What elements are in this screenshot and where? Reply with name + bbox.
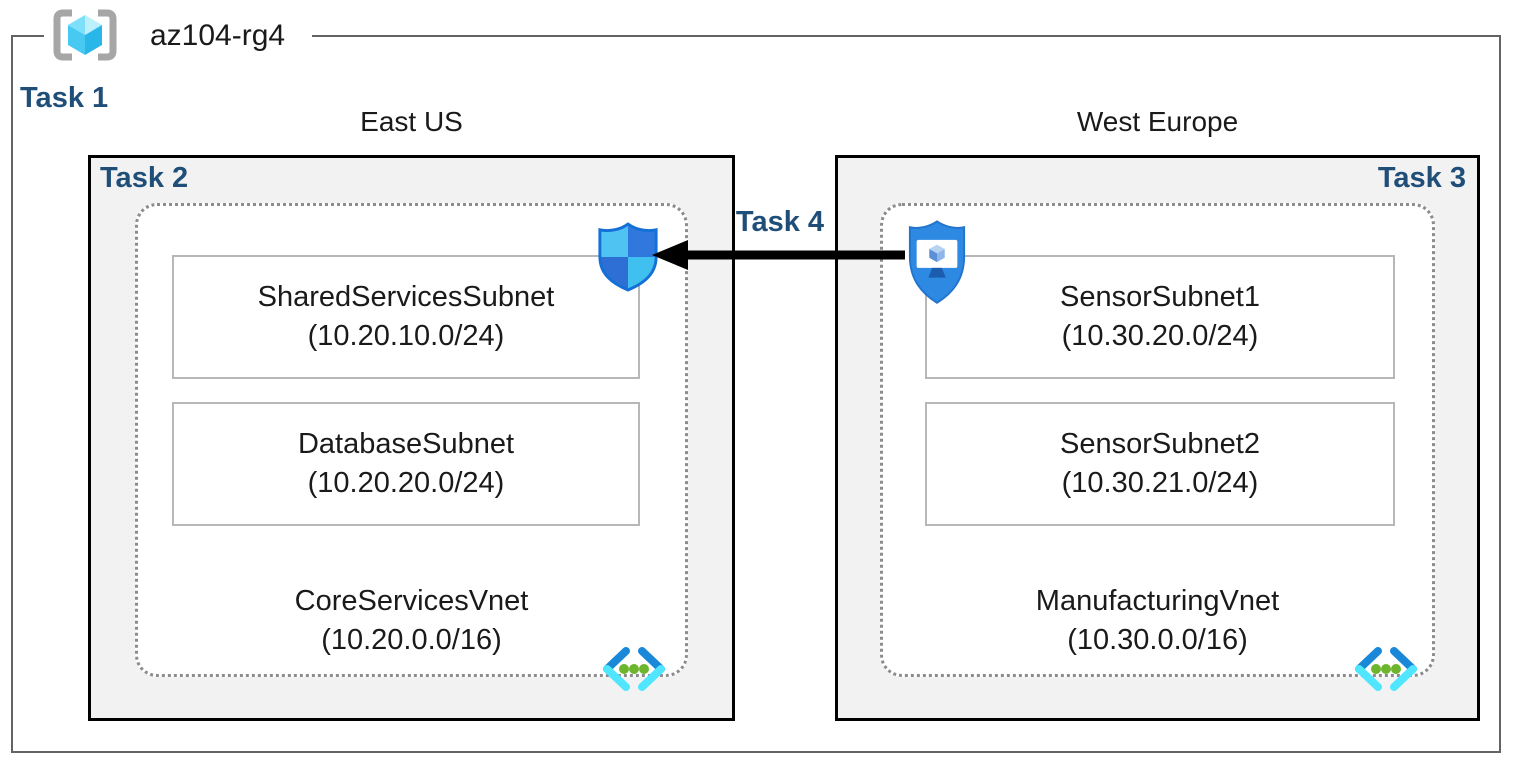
resource-group-icon <box>53 9 117 61</box>
task2-label: Task 2 <box>100 162 189 194</box>
network-security-group-shield-icon <box>598 222 658 292</box>
vnet-label-manufacturing: ManufacturingVnet (10.30.0.0/16) <box>880 582 1435 660</box>
vnet-name: CoreServicesVnet <box>294 585 529 617</box>
subnet-cidr: (10.30.20.0/24) <box>1061 320 1259 352</box>
subnet-name: DatabaseSubnet <box>297 428 515 460</box>
bastion-shield-icon <box>908 220 966 304</box>
vnet-name: ManufacturingVnet <box>1035 585 1280 617</box>
resource-group-name: az104-rg4 <box>142 19 294 53</box>
subnet-name: SensorSubnet1 <box>1060 281 1260 313</box>
task1-label: Task 1 <box>20 82 109 114</box>
subnet-name: SensorSubnet2 <box>1060 428 1260 460</box>
region-label-west-europe: West Europe <box>1076 106 1239 137</box>
region-label-east-us: East US <box>360 106 463 137</box>
subnet-box-sharedservices: SharedServicesSubnet (10.20.10.0/24) <box>172 255 640 379</box>
subnet-name: SharedServicesSubnet <box>257 281 555 313</box>
subnet-cidr: (10.20.10.0/24) <box>307 320 505 352</box>
vnet-cidr: (10.20.0.0/16) <box>321 624 502 656</box>
subnet-box-sensorsubnet2: SensorSubnet2 (10.30.21.0/24) <box>925 402 1395 526</box>
peering-arrow <box>652 240 905 270</box>
virtual-network-icon <box>603 647 665 691</box>
resource-group-frame <box>11 35 1501 753</box>
task4-label: Task 4 <box>735 206 825 238</box>
subnet-cidr: (10.20.20.0/24) <box>307 467 505 499</box>
task3-label: Task 3 <box>1377 162 1466 194</box>
vnet-cidr: (10.30.0.0/16) <box>1067 624 1248 656</box>
vnet-label-coreservices: CoreServicesVnet (10.20.0.0/16) <box>135 582 688 660</box>
virtual-network-icon <box>1355 647 1417 691</box>
subnet-box-database: DatabaseSubnet (10.20.20.0/24) <box>172 402 640 526</box>
subnet-cidr: (10.30.21.0/24) <box>1061 467 1259 499</box>
subnet-box-sensorsubnet1: SensorSubnet1 (10.30.20.0/24) <box>925 255 1395 379</box>
